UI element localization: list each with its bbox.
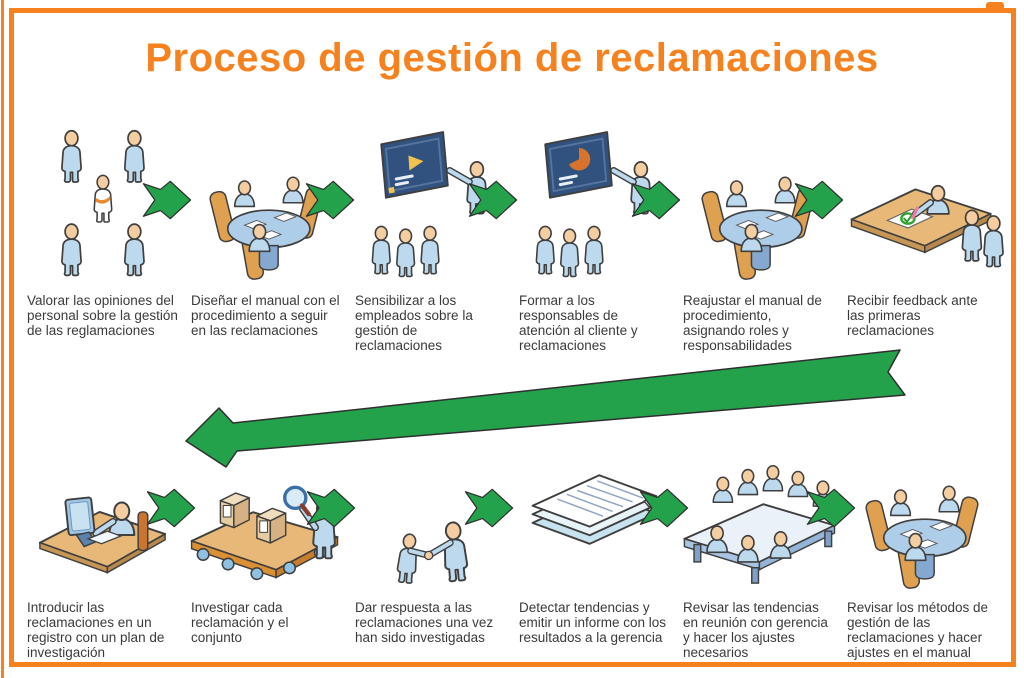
process-step: Sensibilizar a los empleados sobre la ge… <box>348 118 512 353</box>
feedback-desk-icon <box>840 148 1005 283</box>
process-step: Dar respuesta a las reclamaciones una ve… <box>348 452 512 660</box>
step-label: Dar respuesta a las reclamaciones una ve… <box>355 600 494 645</box>
process-step: Revisar las tendencias en reunión con ge… <box>676 452 840 660</box>
flow-arrow-icon <box>464 488 514 528</box>
flow-arrow-icon <box>305 180 355 220</box>
flow-arrow-icon <box>806 488 856 528</box>
flow-arrow-icon <box>142 180 192 220</box>
process-step: Reajustar el manual de procedimiento, as… <box>676 118 840 353</box>
border-artifact <box>986 2 1004 12</box>
diagram-border-frame <box>9 8 1016 667</box>
step-label: Investigar cada reclamación y el conjunt… <box>191 600 289 645</box>
step-label: Introducir las reclamaciones en un regis… <box>27 600 165 660</box>
flow-arrow-icon <box>306 488 356 528</box>
process-step: Revisar los métodos de gestión de las re… <box>840 452 1004 660</box>
step-label: Reajustar el manual de procedimiento, as… <box>683 293 822 353</box>
round-table-icon <box>196 143 336 283</box>
step-label: Detectar tendencias y emitir un informe … <box>519 600 667 645</box>
step-label: Revisar las tendencias en reunión con ge… <box>683 600 828 660</box>
presentation-icon <box>355 123 505 283</box>
step-label: Sensibilizar a los empleados sobre la ge… <box>355 293 473 353</box>
diagram-title: Proceso de gestión de reclamaciones <box>145 36 879 80</box>
step-label: Valorar las opiniones del personal sobre… <box>27 293 178 338</box>
process-step: Diseñar el manual con el procedimiento a… <box>184 118 348 353</box>
step-label: Diseñar el manual con el procedimiento a… <box>191 293 340 338</box>
flow-arrow-icon <box>146 488 196 528</box>
bottom-process-row: Introducir las reclamaciones en un regis… <box>20 452 1004 660</box>
round-table-icon <box>852 452 992 592</box>
process-step: Detectar tendencias y emitir un informe … <box>512 452 676 660</box>
process-step: Introducir las reclamaciones en un regis… <box>20 452 184 660</box>
papers-stack-icon <box>515 460 673 592</box>
step-label: Formar a los responsables de atención al… <box>519 293 638 353</box>
step-label: Recibir feedback ante las primeras recla… <box>847 293 978 338</box>
process-step: Recibir feedback ante las primeras recla… <box>840 118 1004 353</box>
process-step: Formar a los responsables de atención al… <box>512 118 676 353</box>
flow-arrow-icon <box>468 180 518 220</box>
handshake-icon <box>369 445 491 592</box>
presentation-chart-icon <box>519 123 669 283</box>
step-label: Revisar los métodos de gestión de las re… <box>847 600 989 660</box>
process-step: Valorar las opiniones del personal sobre… <box>20 118 184 353</box>
computer-desk-icon <box>30 458 175 592</box>
people-group-icon <box>40 121 164 283</box>
left-edge-line <box>1 0 4 678</box>
flow-arrow-icon <box>631 180 681 220</box>
flow-arrow-icon <box>639 488 689 528</box>
flow-arrow-icon <box>794 180 844 220</box>
top-process-row: Valorar las opiniones del personal sobre… <box>20 118 1004 353</box>
round-table-icon <box>688 143 828 283</box>
